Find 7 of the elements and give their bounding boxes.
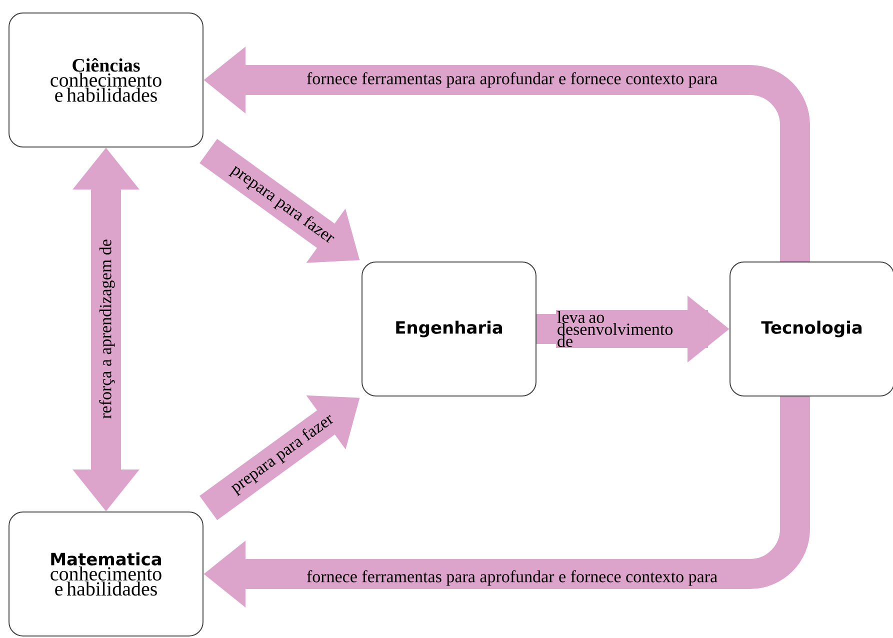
concept-box: Matematica conhecimento e habilidades bbox=[8, 512, 204, 636]
edge-label: fornece ferramentas para aprofundar e fornece contexto para bbox=[305, 71, 719, 89]
edge-label: reforça a aprendizagem de bbox=[98, 238, 116, 420]
concept-box: Ciências conhecimento e habilidades bbox=[8, 12, 204, 148]
concept-box: Tecnologia bbox=[730, 262, 893, 396]
concept-box: Engenharia bbox=[362, 262, 536, 396]
edge-label: fornece ferramentas para aprofundar e fornece contexto para bbox=[305, 569, 719, 587]
